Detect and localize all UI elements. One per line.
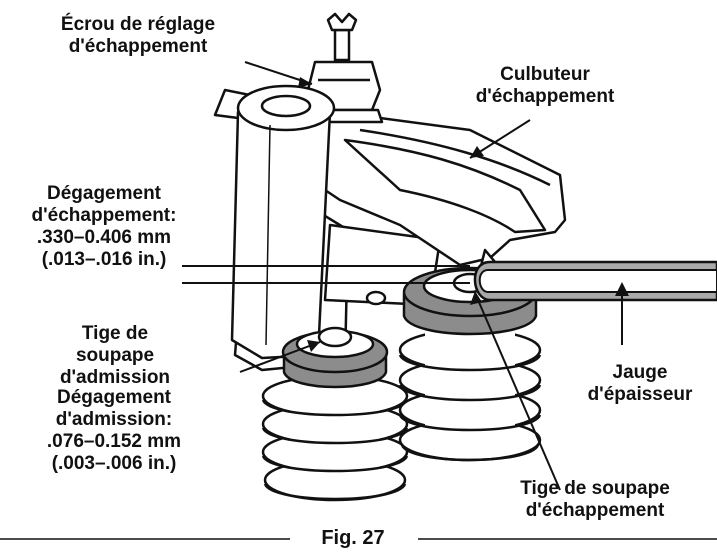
label-exhaust-valve-stem: Tige de soupape d'échappement: [488, 478, 702, 522]
label-feeler-gauge: Jauge d'épaisseur: [565, 362, 715, 406]
label-exhaust-clearance: Dégagement d'échappement: .330–0.406 mm …: [4, 183, 204, 271]
label-line: d'échappement:: [31, 205, 177, 226]
leader-arrowheads: [298, 77, 629, 352]
label-line: d'échappement: [68, 36, 208, 57]
label-line: d'admission: [59, 367, 171, 388]
exhaust-rocker-arm: [298, 116, 567, 272]
label-line: Tige de soupape: [520, 478, 670, 499]
label-line: (.013–.016 in.): [41, 249, 167, 270]
label-line: Culbuteur: [500, 64, 590, 85]
label-line: .076–0.152 mm: [46, 431, 182, 452]
figure-caption: Fig. 27: [292, 526, 414, 550]
label-intake-valve-stem: Tige de soupape d'admission: [40, 323, 190, 389]
label-exhaust-adjust-nut: Écrou de réglage d'échappement: [8, 14, 268, 58]
label-exhaust-rocker-arm: Culbuteur d'échappement: [455, 64, 635, 108]
label-line: soupape: [75, 345, 155, 366]
label-line: d'admission:: [55, 409, 173, 430]
label-line: d'échappement: [475, 86, 615, 107]
label-line: Dégagement: [46, 183, 162, 204]
label-line: Dégagement: [56, 387, 172, 408]
intake-valve-assembly: [261, 326, 409, 502]
label-line: d'épaisseur: [587, 384, 693, 405]
label-intake-clearance: Dégagement d'admission: .076–0.152 mm (.…: [14, 387, 214, 475]
label-line: .330–0.406 mm: [36, 227, 172, 248]
feeler-gauge: [473, 260, 717, 302]
label-line: Écrou de réglage: [60, 14, 216, 35]
label-line: Jauge: [612, 362, 668, 383]
pivot-post: [230, 84, 336, 360]
label-line: d'échappement: [525, 500, 665, 521]
label-line: (.003–.006 in.): [51, 453, 177, 474]
label-line: Tige de: [81, 323, 149, 344]
